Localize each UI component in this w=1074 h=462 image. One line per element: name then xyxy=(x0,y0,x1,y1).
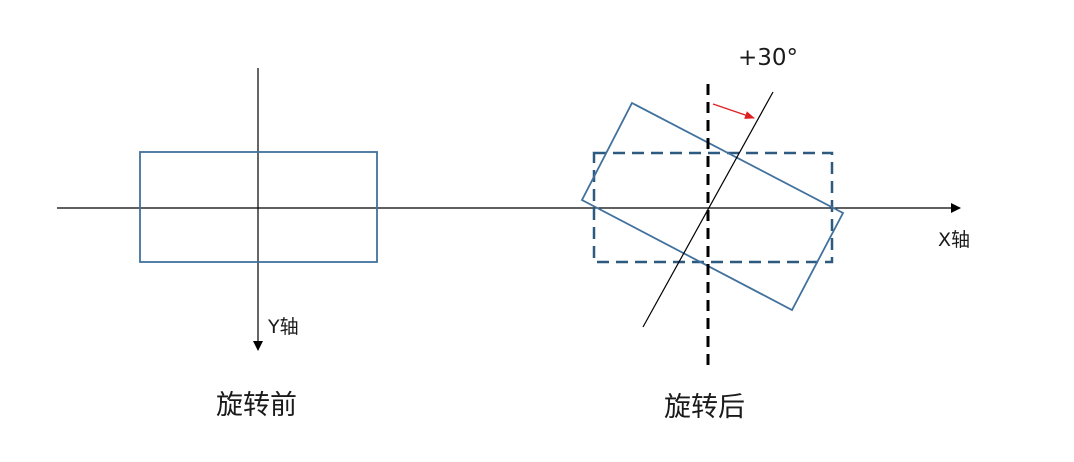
rect-before-rotation xyxy=(139,151,378,263)
rotated-axis xyxy=(642,91,774,328)
x-axis-label: X轴 xyxy=(938,229,970,251)
caption-after-rotation: 旋转后 xyxy=(664,392,745,423)
y-axis-label: Y轴 xyxy=(267,316,299,338)
caption-before-rotation: 旋转前 xyxy=(216,390,297,421)
rect-after-rotation xyxy=(580,101,845,312)
rotation-angle-label: +30° xyxy=(738,45,798,71)
rotation-arrow xyxy=(712,103,755,119)
